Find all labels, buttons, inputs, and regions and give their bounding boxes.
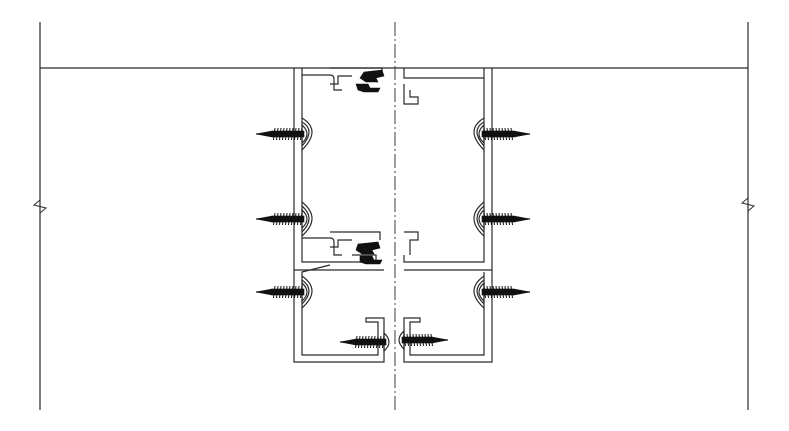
screw-lower-right (478, 281, 531, 303)
screw-bottom-right (398, 329, 449, 351)
screws-group (255, 123, 531, 353)
screw-middle-left (255, 208, 308, 230)
screw-middle-right (478, 208, 531, 230)
screw-upper-right (478, 123, 531, 145)
screw-bottom-left (339, 331, 390, 353)
left-profile (293, 67, 385, 363)
screw-lower-left (255, 281, 308, 303)
gasket-upper (355, 69, 385, 93)
gasket-middle (355, 241, 383, 265)
frame-lines (32, 22, 756, 410)
right-profile (403, 68, 493, 363)
screw-upper-left (255, 123, 308, 145)
